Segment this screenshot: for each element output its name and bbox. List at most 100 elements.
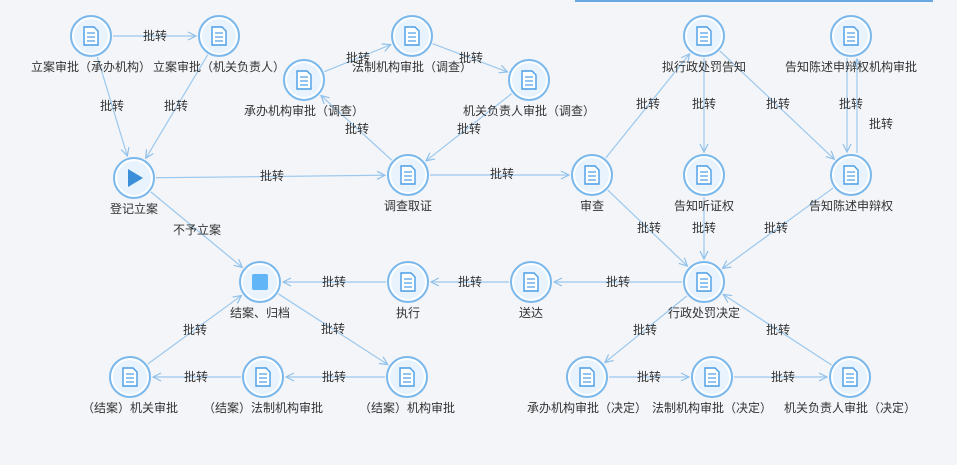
edge-label: 批转 (459, 50, 483, 65)
document-icon (696, 272, 712, 292)
edge-label: 批转 (143, 28, 167, 43)
node-label: 法制机构审批（决定） (652, 400, 772, 415)
document-icon (696, 165, 712, 185)
node-ja_fz[interactable]: （结案）法制机构审批 (203, 356, 323, 415)
edge-label: 批转 (458, 274, 482, 289)
node-label: 机关负责人审批（决定） (784, 400, 916, 415)
node-zx[interactable]: 执行 (387, 261, 429, 320)
node-ja_jg[interactable]: （结案）机关审批 (82, 356, 178, 415)
edge-label: 批转 (633, 322, 657, 337)
edge-dcqz-to-cb_dc (321, 96, 393, 161)
node-dj[interactable]: 登记立案 (110, 157, 158, 216)
edge-dj-to-dcqz (155, 175, 385, 178)
document-icon (404, 26, 420, 46)
node-ja[interactable]: 结案、归档 (230, 261, 290, 320)
edge-label: 批转 (636, 96, 660, 111)
node-ja_jj[interactable]: （结案）机构审批 (359, 356, 455, 415)
edge-cb_dc-to-fz_dc (324, 45, 390, 73)
document-icon (211, 26, 227, 46)
node-cb_dc[interactable]: 承办机构审批（调查） (244, 59, 364, 118)
node-lasp_cb[interactable]: 立案审批（承办机构） (31, 15, 151, 74)
node-label: （结案）机构审批 (359, 400, 455, 415)
node-gzs_sp[interactable]: 告知陈述申辩权机构审批 (785, 15, 917, 74)
document-icon (83, 26, 99, 46)
node-label: 立案审批（机关负责人） (153, 59, 285, 74)
edge-label: 批转 (637, 369, 661, 384)
stop-icon (252, 274, 268, 290)
node-label: 承办机构审批（调查） (244, 103, 364, 118)
edge-ja_jg-to-ja (147, 296, 242, 365)
edge-fz_dc-to-jg_dc (432, 43, 508, 72)
node-label: 送达 (519, 305, 543, 320)
node-label: 承办机构审批（决定） (527, 400, 647, 415)
edge-label: 批转 (766, 96, 790, 111)
node-label: 机关负责人审批（调查） (463, 103, 595, 118)
document-icon (579, 367, 595, 387)
node-label: 立案审批（承办机构） (31, 59, 151, 74)
edge-label: 批转 (457, 121, 481, 136)
document-icon (696, 26, 712, 46)
edge-jg_jd-to-xzjd (723, 295, 832, 366)
node-cb_jd[interactable]: 承办机构审批（决定） (527, 356, 647, 415)
edge-xzjd-to-cb_jd (605, 295, 688, 363)
document-icon (296, 70, 312, 90)
node-label: （结案）机关审批 (82, 400, 178, 415)
edge-label: 批转 (606, 274, 630, 289)
node-label: 行政处罚决定 (668, 305, 740, 320)
node-gzt[interactable]: 告知听证权 (674, 154, 734, 213)
edge-label: 批转 (839, 96, 863, 111)
node-dcqz[interactable]: 调查取证 (384, 154, 432, 213)
document-icon (704, 367, 720, 387)
edge-sc-to-nx (605, 54, 690, 159)
edge-label: 批转 (322, 274, 346, 289)
edge-label: 批转 (100, 98, 124, 113)
edge-gzs-to-xzjd (723, 187, 834, 269)
node-label: 拟行政处罚告知 (662, 60, 746, 74)
node-label: 告知听证权 (674, 199, 734, 213)
node-label: 告知陈述申辩权 (809, 198, 893, 213)
edge-label: 批转 (164, 98, 188, 113)
node-xzjd[interactable]: 行政处罚决定 (668, 261, 740, 320)
edge-label: 批转 (771, 369, 795, 384)
document-icon (255, 367, 271, 387)
edge-label: 批转 (346, 50, 370, 65)
node-sc[interactable]: 审查 (571, 154, 613, 213)
document-icon (843, 26, 859, 46)
edge-sc-to-xzjd (607, 189, 687, 266)
edge-label: 批转 (345, 121, 369, 136)
document-icon (400, 272, 416, 292)
node-label: 登记立案 (110, 201, 158, 216)
edge-jg_dc-to-dcqz (426, 93, 513, 161)
node-label: 结案、归档 (230, 305, 290, 320)
node-nx[interactable]: 拟行政处罚告知 (662, 15, 746, 74)
document-icon (523, 272, 539, 292)
node-label: 法制机构审批（调查） (352, 59, 472, 74)
edge-label: 批转 (869, 116, 893, 131)
edge-ja-to-ja_jj (278, 293, 387, 365)
node-fz_jd[interactable]: 法制机构审批（决定） (652, 356, 772, 415)
node-label: 执行 (396, 306, 420, 320)
document-icon (584, 165, 600, 185)
edge-label: 批转 (490, 166, 514, 181)
node-sd[interactable]: 送达 (510, 261, 552, 320)
edge-label: 批转 (322, 369, 346, 384)
document-icon (842, 367, 858, 387)
edge-label: 批转 (692, 220, 716, 235)
node-jg_jd[interactable]: 机关负责人审批（决定） (784, 356, 916, 415)
edge-label: 批转 (637, 220, 661, 235)
edge-label: 批转 (692, 96, 716, 111)
edge-label: 批转 (321, 321, 345, 336)
edge-dj-to-ja (150, 191, 242, 267)
node-jg_dc[interactable]: 机关负责人审批（调查） (463, 59, 595, 118)
edge-nx-to-gzs (719, 50, 834, 159)
edge-lasp_cb-to-dj (96, 56, 127, 156)
node-fz_dc[interactable]: 法制机构审批（调查） (352, 15, 472, 74)
edge-label: 批转 (183, 322, 207, 337)
document-icon (122, 367, 138, 387)
node-lasp_jg[interactable]: 立案审批（机关负责人） (153, 15, 285, 74)
node-gzs[interactable]: 告知陈述申辩权 (809, 154, 893, 213)
document-icon (843, 165, 859, 185)
play-icon (128, 169, 143, 187)
